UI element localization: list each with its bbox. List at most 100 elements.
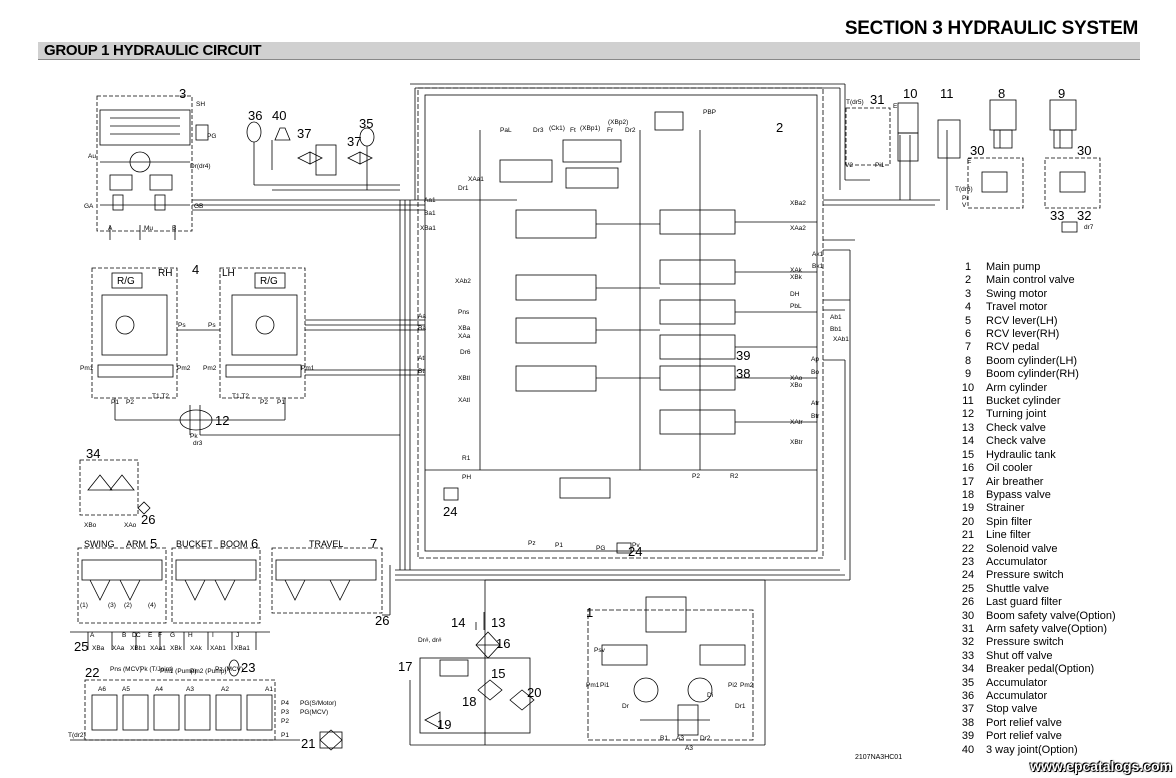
legend-number: 6: [964, 328, 972, 341]
callout-13: 13: [491, 615, 505, 630]
callout-22: 22: [85, 665, 99, 680]
legend-text: Last guard filter: [986, 596, 1062, 609]
safety-valves: [845, 107, 1101, 233]
port-label: Dr1: [735, 703, 746, 710]
solenoid-valve-block: [70, 679, 343, 749]
breaker-pedal: [79, 459, 151, 516]
legend-number: 40: [961, 743, 975, 756]
legend-number: 19: [961, 502, 975, 515]
pressure-switch-24a: [443, 487, 459, 501]
legend-number: 36: [961, 690, 975, 702]
port-label: Ap: [811, 356, 819, 363]
port-labels: SH PG Au Dr(dr4) GA GB A Mu B Ps Ps Pm1 …: [68, 99, 1094, 752]
callout-11: 11: [940, 86, 954, 101]
legend-text: Main pump: [986, 261, 1041, 273]
group-title: GROUP 1 HYDRAULIC CIRCUIT: [44, 42, 262, 59]
port-label: T(dr6): [955, 186, 973, 193]
callout-9: 9: [1058, 86, 1065, 101]
turning-joint: [115, 405, 285, 435]
legend-number: 34: [961, 663, 975, 676]
port-label: Pns (MCV): [110, 666, 142, 673]
legend-text: Main control valve: [986, 274, 1075, 287]
legend-number: 10: [961, 381, 975, 394]
port-label: XAa1: [150, 645, 166, 652]
port-label: SH: [196, 101, 205, 108]
port-label: PG: [207, 133, 216, 140]
legend-number: 38: [961, 716, 975, 729]
port-label: Pm1: [301, 365, 315, 372]
callout-5: 5: [150, 536, 157, 551]
legend-text: 3 way joint(Option): [986, 743, 1078, 756]
port-label: P2: [692, 473, 700, 480]
port-label: (2): [124, 602, 132, 609]
callout-37b: 37: [347, 134, 361, 149]
legend-number: 7: [964, 341, 972, 354]
port-label: Dr1: [458, 185, 469, 192]
arm-label: ARM: [126, 539, 146, 549]
port-label: Btr: [811, 413, 820, 420]
port-label: Ft: [570, 127, 576, 134]
port-label: PbL: [790, 303, 802, 310]
callout-40: 40: [272, 108, 286, 123]
port-label: XAk: [190, 645, 203, 652]
callout-35: 35: [359, 116, 373, 131]
pipe-bundles: [192, 83, 1061, 746]
legend-number: 22: [961, 542, 975, 555]
legend-text: Air breather: [986, 475, 1044, 488]
port-label: Pns: [458, 309, 470, 316]
port-label: XAtr: [790, 419, 803, 426]
port-label: Pm2: [740, 682, 754, 689]
port-label: XAo: [790, 375, 803, 382]
port-label: (XBp1): [580, 125, 600, 132]
port-label: Au: [88, 153, 96, 160]
main-pump-block: [587, 596, 754, 741]
block-titles: RH LH R/G R/G SWING ARM BUCKET BOOM TRAV…: [84, 268, 343, 549]
legend-text: Bypass valve: [986, 488, 1051, 501]
section-title: SECTION 3 HYDRAULIC SYSTEM: [844, 18, 1138, 39]
legend-text: Check valve: [986, 435, 1046, 448]
boom-label: BOOM: [220, 539, 248, 549]
callout-24a: 24: [443, 504, 457, 519]
port-label: PG(S/Motor): [300, 700, 336, 707]
port-label: T1,T2: [232, 393, 249, 400]
port-label: V: [962, 202, 967, 209]
legend-row: 40 3 way joint(Option): [950, 744, 1116, 757]
legend-text: RCV lever(RH): [986, 328, 1060, 341]
port-label: Pm2 (Pump): [190, 668, 226, 675]
callout-32: 32: [1077, 208, 1091, 223]
port-label: (Ck1): [549, 125, 565, 132]
port-label: D: [132, 632, 137, 639]
legend-number: 3: [964, 287, 972, 300]
port-label: Aa: [418, 313, 426, 320]
port-label: Dr6: [460, 349, 471, 356]
legend-text: Swing motor: [986, 287, 1048, 300]
legend-number: 5: [964, 314, 972, 327]
port-label: T(dr5): [846, 99, 864, 106]
port-label: B: [172, 225, 176, 232]
port-label: PBP: [703, 109, 716, 116]
legend-text: Turning joint: [986, 408, 1047, 421]
port-label: Ba1: [424, 210, 436, 217]
port-label: Ak1: [812, 251, 824, 258]
port-label: XAtl: [458, 397, 470, 404]
callout-26b: 26: [375, 613, 389, 628]
callout-26a: 26: [141, 512, 155, 527]
port-label: P3: [281, 709, 289, 716]
port-label: A3: [685, 745, 693, 752]
legend-text: Pressure switch: [986, 569, 1064, 582]
legend-text: Port relief valve: [986, 730, 1062, 743]
callout-15: 15: [491, 666, 505, 681]
legend-text: Oil cooler: [986, 462, 1033, 475]
